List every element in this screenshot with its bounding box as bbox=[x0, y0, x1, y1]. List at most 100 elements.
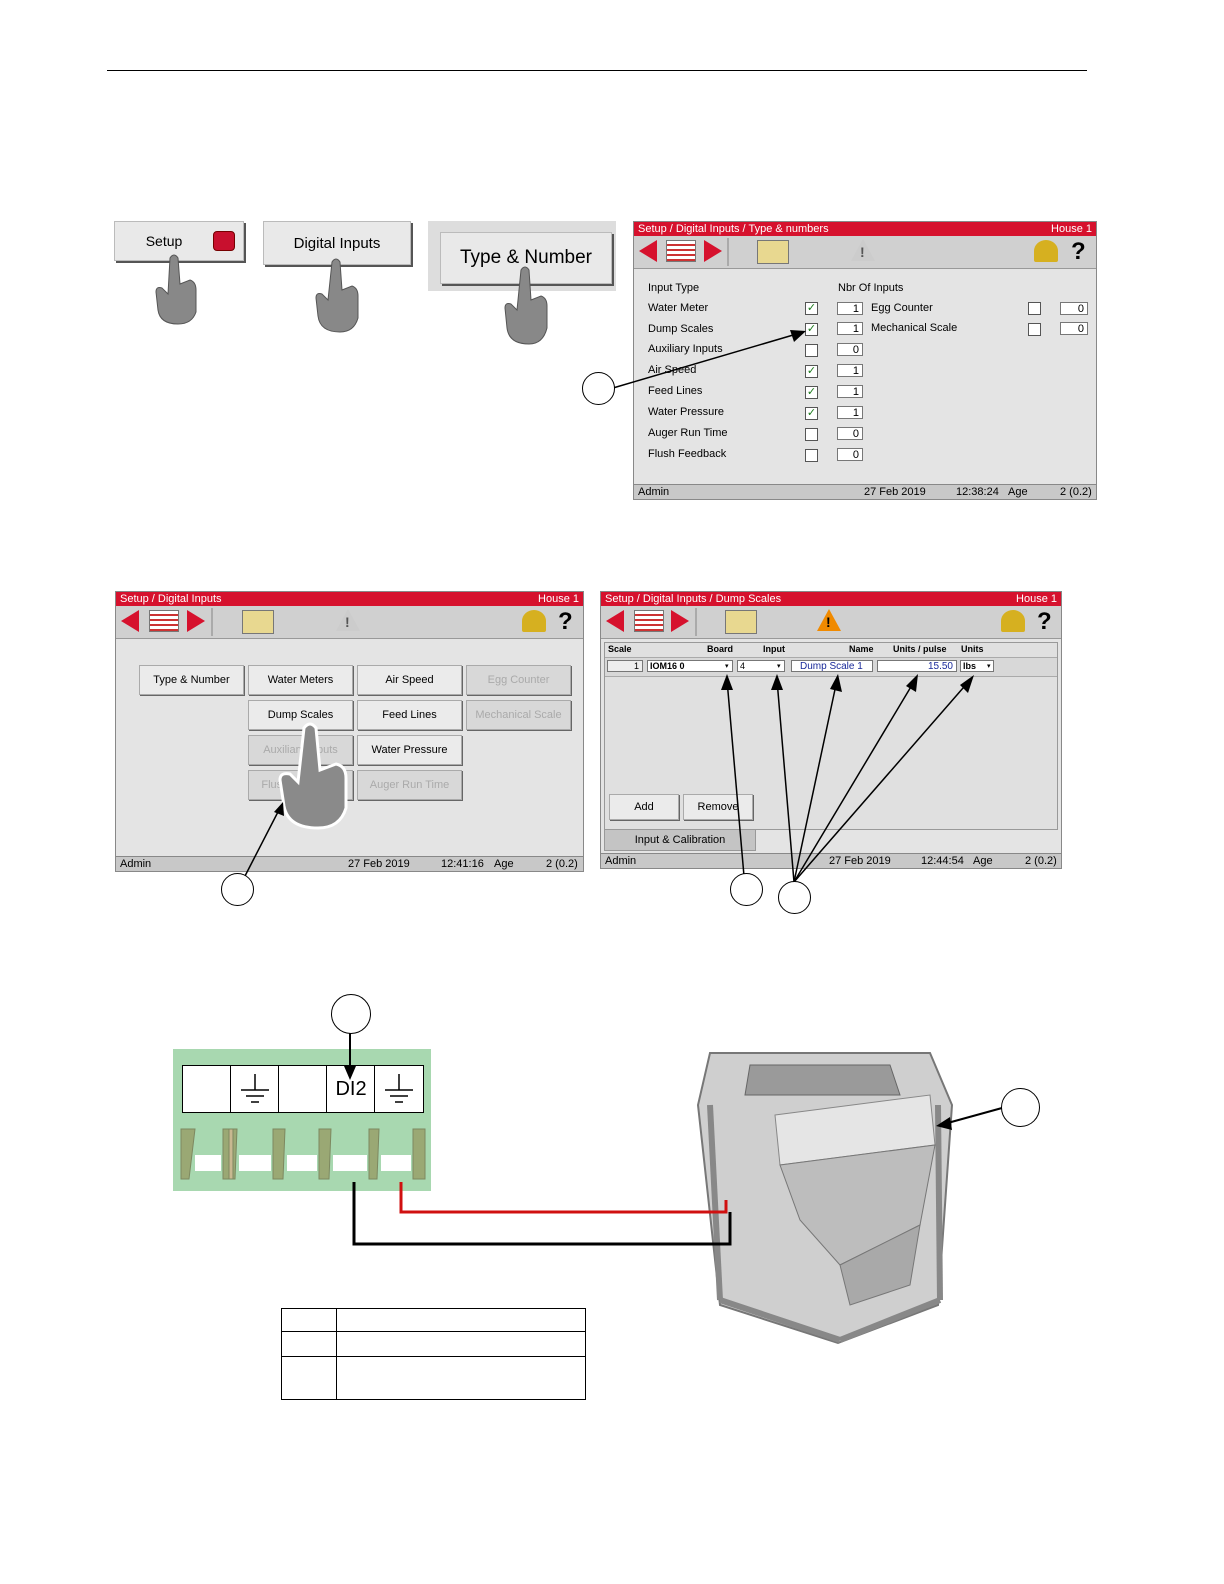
row-checkbox[interactable] bbox=[805, 344, 818, 357]
input-count-field[interactable]: 0 bbox=[1060, 302, 1088, 315]
alarm-warning-icon[interactable] bbox=[336, 609, 360, 635]
house-label: House 1 bbox=[1016, 593, 1057, 605]
egg-counter-button[interactable]: Egg Counter bbox=[466, 665, 571, 695]
units-per-pulse-field[interactable]: 15.50 bbox=[877, 660, 957, 672]
water-meters-button[interactable]: Water Meters bbox=[248, 665, 353, 695]
cc-ticket-icon[interactable] bbox=[242, 610, 274, 634]
input-count-field[interactable]: 1 bbox=[837, 302, 863, 315]
input-count-field[interactable]: 0 bbox=[837, 448, 863, 461]
forward-arrow-icon[interactable] bbox=[704, 240, 722, 262]
air-speed-button[interactable]: Air Speed bbox=[357, 665, 462, 695]
status-user: Admin bbox=[605, 855, 637, 867]
digital-inputs-button[interactable]: Digital Inputs bbox=[263, 221, 411, 265]
keys-icon[interactable] bbox=[522, 610, 546, 632]
add-button[interactable]: Add bbox=[609, 794, 679, 820]
back-arrow-icon[interactable] bbox=[121, 610, 139, 632]
row-label: Auxiliary Inputs bbox=[648, 343, 723, 355]
input-count-field[interactable]: 0 bbox=[837, 343, 863, 356]
remove-button[interactable]: Remove bbox=[683, 794, 753, 820]
status-date: 27 Feb 2019 bbox=[829, 855, 891, 867]
chevron-down-icon[interactable]: ▾ bbox=[725, 663, 729, 670]
back-arrow-icon[interactable] bbox=[606, 610, 624, 632]
toolbar-separator bbox=[695, 608, 697, 636]
row-checkbox[interactable]: ✓ bbox=[805, 386, 818, 399]
keys-icon[interactable] bbox=[1001, 610, 1025, 632]
status-time: 12:38:24 bbox=[956, 486, 999, 498]
input-count-field[interactable]: 1 bbox=[837, 322, 863, 335]
toolbar: ? bbox=[601, 606, 1061, 639]
row-label: Water Pressure bbox=[648, 406, 725, 418]
row-checkbox[interactable]: ✓ bbox=[805, 365, 818, 378]
forward-arrow-icon[interactable] bbox=[671, 610, 689, 632]
mechanical-scale-button[interactable]: Mechanical Scale bbox=[466, 700, 571, 730]
input-count-field[interactable]: 0 bbox=[1060, 322, 1088, 335]
row-checkbox[interactable]: ✓ bbox=[805, 323, 818, 336]
water-pressure-button[interactable]: Water Pressure bbox=[357, 735, 462, 765]
setup-button[interactable]: Setup bbox=[114, 221, 244, 261]
status-age: 2 (0.2) bbox=[1060, 486, 1092, 498]
input-count-field[interactable]: 1 bbox=[837, 364, 863, 377]
hand-pointer-icon bbox=[155, 254, 197, 325]
row-checkbox[interactable] bbox=[805, 449, 818, 462]
type-number-button[interactable]: Type & Number bbox=[139, 665, 244, 695]
terminal-block: DI2 bbox=[173, 1049, 431, 1191]
terminal-screws bbox=[180, 1128, 426, 1180]
scale-name-field[interactable]: Dump Scale 1 bbox=[791, 660, 873, 672]
callout-circle bbox=[1001, 1088, 1040, 1127]
cc-ticket-icon[interactable] bbox=[725, 610, 757, 634]
menu-list-icon[interactable] bbox=[634, 610, 664, 632]
table-header: Scale Board Input Name Units / pulse Uni… bbox=[605, 643, 1057, 656]
row-checkbox[interactable]: ✓ bbox=[805, 302, 818, 315]
row-checkbox[interactable] bbox=[1028, 323, 1041, 336]
chevron-down-icon[interactable]: ▾ bbox=[777, 663, 781, 670]
row-checkbox[interactable] bbox=[1028, 302, 1041, 315]
back-arrow-icon[interactable] bbox=[639, 240, 657, 262]
input-count-field[interactable]: 0 bbox=[837, 427, 863, 440]
row-label: Auger Run Time bbox=[648, 427, 728, 439]
feed-lines-button[interactable]: Feed Lines bbox=[357, 700, 462, 730]
input-select[interactable]: 4 bbox=[737, 660, 785, 672]
auger-run-time-button[interactable]: Auger Run Time bbox=[357, 770, 462, 800]
title-bar: Setup / Digital Inputs House 1 bbox=[116, 592, 583, 606]
scale-number: 1 bbox=[607, 660, 643, 672]
alarm-warning-icon[interactable] bbox=[851, 239, 875, 265]
legend-table bbox=[281, 1308, 586, 1400]
row-checkbox[interactable] bbox=[805, 428, 818, 441]
menu-list-icon[interactable] bbox=[666, 240, 696, 262]
callout-circle bbox=[582, 372, 615, 405]
type-numbers-screen: Setup / Digital Inputs / Type & numbers … bbox=[633, 221, 1097, 500]
status-age: 2 (0.2) bbox=[1025, 855, 1057, 867]
input-count-field[interactable]: 1 bbox=[837, 385, 863, 398]
table-row[interactable]: 1 IOM16 0 ▾ 4 ▾ Dump Scale 1 15.50 lbs ▾ bbox=[605, 657, 1057, 677]
row-label: Water Meter bbox=[648, 302, 709, 314]
header-input: Input bbox=[763, 644, 785, 654]
tab-input-calibration[interactable]: Input & Calibration bbox=[604, 829, 756, 851]
forward-arrow-icon[interactable] bbox=[187, 610, 205, 632]
di2-label: DI2 bbox=[335, 1077, 367, 1100]
board-select[interactable]: IOM16 0 bbox=[647, 660, 733, 672]
menu-list-icon[interactable] bbox=[149, 610, 179, 632]
title-bar: Setup / Digital Inputs / Type & numbers … bbox=[634, 222, 1096, 236]
house-label: House 1 bbox=[1051, 223, 1092, 235]
hand-pointer-icon bbox=[315, 258, 359, 333]
toolbar: ? bbox=[116, 606, 583, 639]
dump-scales-button[interactable]: Dump Scales bbox=[248, 700, 353, 730]
alarm-warning-icon[interactable] bbox=[817, 609, 841, 635]
help-icon[interactable]: ? bbox=[558, 608, 573, 635]
breadcrumb: Setup / Digital Inputs / Type & numbers bbox=[638, 223, 829, 235]
units-select[interactable]: lbs bbox=[960, 660, 994, 672]
help-icon[interactable]: ? bbox=[1037, 608, 1052, 635]
keys-icon[interactable] bbox=[1034, 240, 1058, 262]
header-board: Board bbox=[707, 644, 734, 654]
input-count-field[interactable]: 1 bbox=[837, 406, 863, 419]
chevron-down-icon[interactable]: ▾ bbox=[987, 663, 991, 670]
callout-circle bbox=[730, 873, 763, 906]
status-age-label: Age bbox=[973, 855, 993, 867]
row-checkbox[interactable]: ✓ bbox=[805, 407, 818, 420]
terminal-cell-ground bbox=[374, 1065, 424, 1113]
header-rule bbox=[107, 70, 1087, 71]
cc-ticket-icon[interactable] bbox=[757, 240, 789, 264]
input-type-heading: Input Type bbox=[648, 282, 700, 294]
toolbox-icon bbox=[213, 231, 235, 251]
help-icon[interactable]: ? bbox=[1071, 238, 1086, 265]
